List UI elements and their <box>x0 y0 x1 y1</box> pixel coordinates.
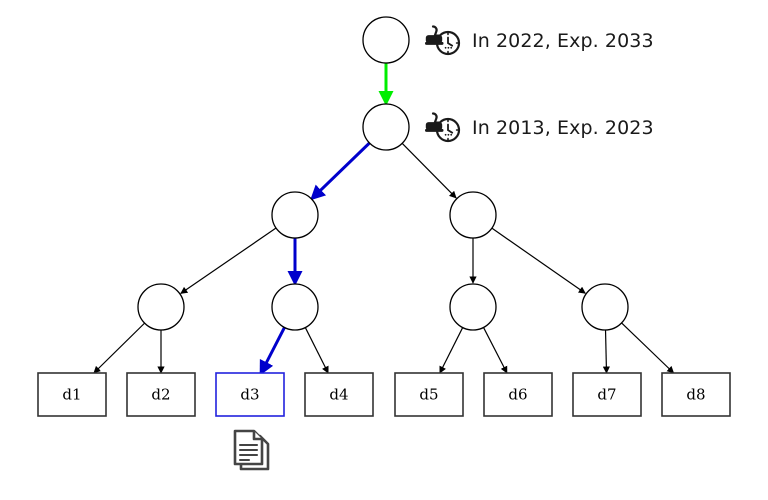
leaf-label: d8 <box>686 386 705 404</box>
annotation-child-version: In 2013, Exp. 2023 <box>420 106 654 150</box>
annotation-text: In 2022, Exp. 2033 <box>472 30 654 52</box>
edge <box>491 227 586 294</box>
tree-node[interactable] <box>362 16 410 64</box>
edge <box>602 329 610 374</box>
leaf-node[interactable]: d6 <box>483 372 553 417</box>
edge <box>439 327 464 374</box>
leaf-node[interactable]: d4 <box>304 372 374 417</box>
tree-node[interactable] <box>271 283 319 331</box>
leaf-box <box>126 372 196 417</box>
tree-node[interactable] <box>581 283 629 331</box>
leaf-box <box>572 372 642 417</box>
leaf-label: d3 <box>240 386 259 404</box>
leaf-box <box>215 372 285 417</box>
leaf-label: d5 <box>419 386 438 404</box>
leaf-box <box>483 372 553 417</box>
edges-layer <box>93 63 675 376</box>
leaves-layer: d1 d2 d3 d4 d5 d6 d7 d8 <box>37 372 731 417</box>
stamp-clock-icon <box>420 19 464 63</box>
leaf-node[interactable]: d7 <box>572 372 642 417</box>
leaf-node[interactable]: d8 <box>661 372 731 417</box>
stamp-clock-icon <box>420 106 464 150</box>
leaf-node[interactable]: d2 <box>126 372 196 417</box>
leaf-box <box>394 372 464 417</box>
annotation-text: In 2013, Exp. 2023 <box>472 117 654 139</box>
edge <box>259 326 286 376</box>
annotation-root-version: In 2022, Exp. 2033 <box>420 19 654 63</box>
leaf-label: d1 <box>62 386 81 404</box>
tree-node[interactable] <box>449 283 497 331</box>
leaf-label: d7 <box>597 386 616 404</box>
tree-node[interactable] <box>449 191 497 239</box>
leaf-label: d2 <box>151 386 170 404</box>
leaf-node[interactable]: d5 <box>394 372 464 417</box>
edge <box>93 322 146 374</box>
edge <box>621 322 675 374</box>
leaf-node[interactable]: d3 <box>215 372 285 417</box>
edge <box>180 227 277 294</box>
leaf-box <box>661 372 731 417</box>
leaf-label: d6 <box>508 386 527 404</box>
leaf-node[interactable]: d1 <box>37 372 107 417</box>
nodes-layer <box>137 16 629 331</box>
documents-icon <box>229 427 277 475</box>
tree-node[interactable] <box>271 191 319 239</box>
leaf-box <box>304 372 374 417</box>
edge <box>304 327 329 374</box>
edge <box>401 142 457 199</box>
tree-node[interactable] <box>137 283 185 331</box>
leaf-box <box>37 372 107 417</box>
edge <box>310 141 371 201</box>
edge <box>482 327 508 374</box>
tree-node[interactable] <box>362 103 410 151</box>
leaf-label: d4 <box>329 386 348 404</box>
